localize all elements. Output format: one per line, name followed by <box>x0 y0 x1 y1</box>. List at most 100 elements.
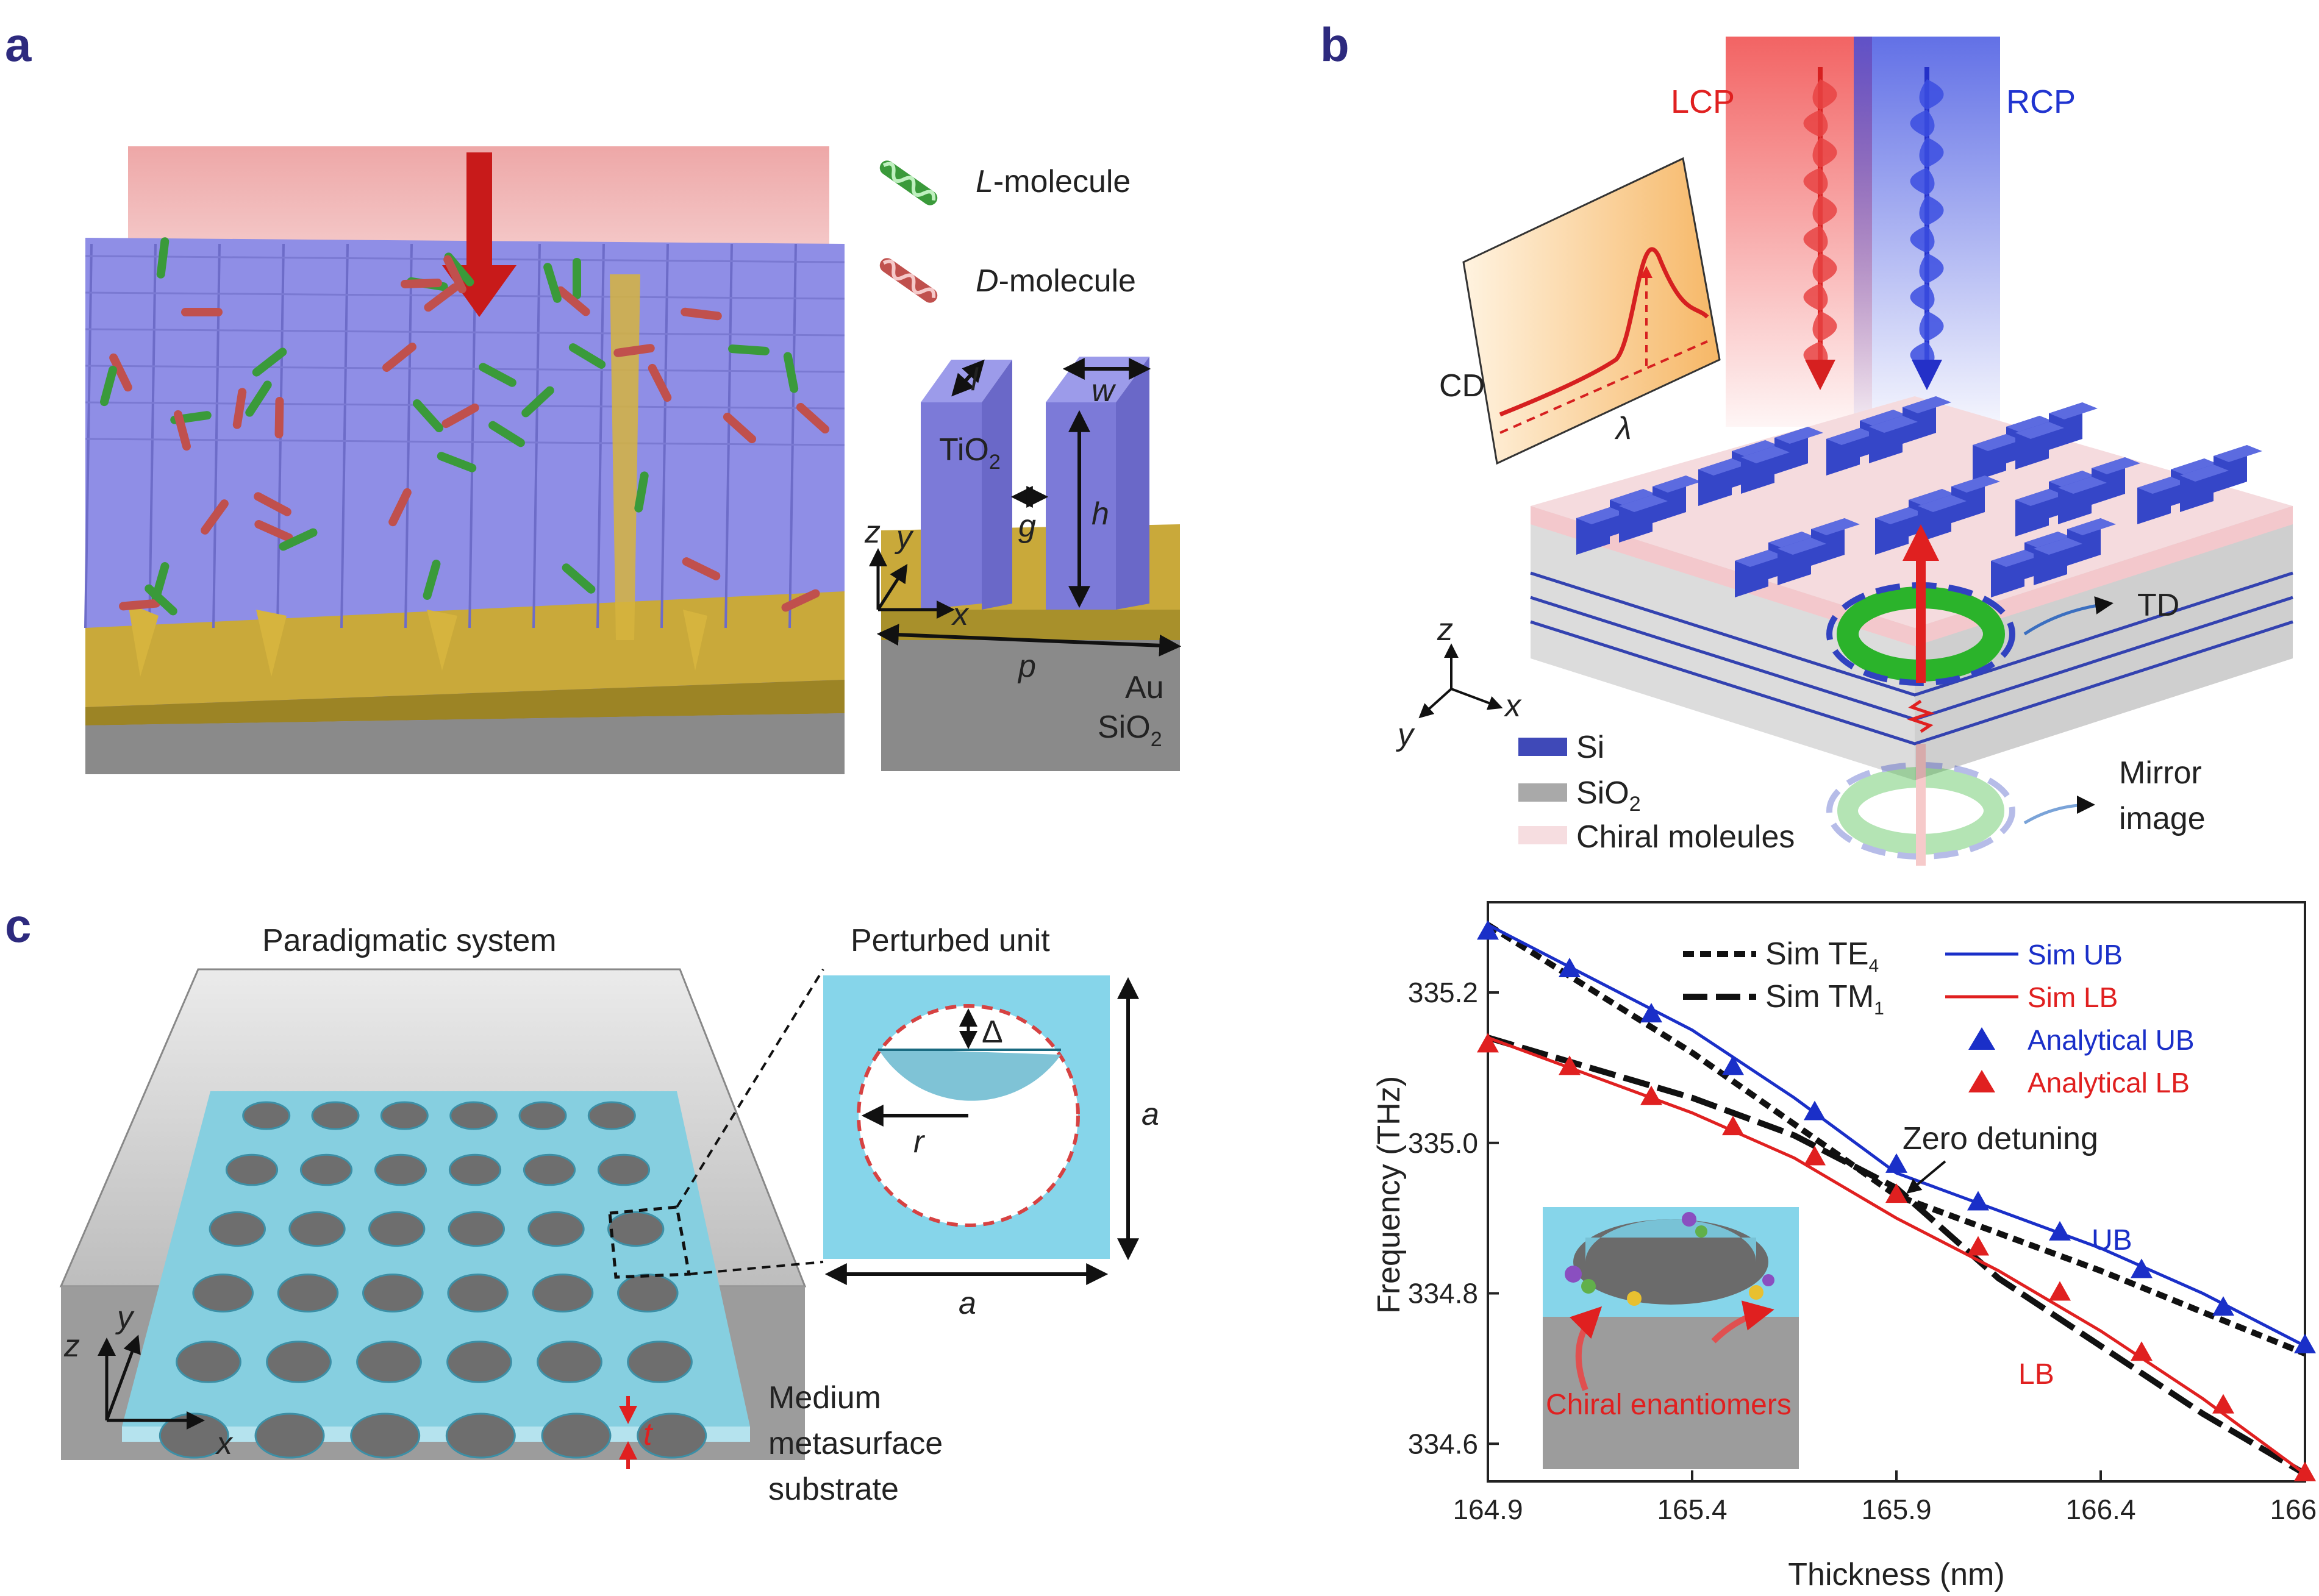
x-tick-label: 166.4 <box>2065 1494 2135 1525</box>
molecule <box>254 492 291 516</box>
layer-label-medium: Medium <box>768 1380 881 1416</box>
molecule <box>543 263 562 303</box>
molecule <box>181 308 223 316</box>
molecule <box>100 365 117 407</box>
molecule <box>424 283 459 312</box>
molecule <box>119 599 160 611</box>
hole <box>617 1274 679 1313</box>
axis-y-c: y <box>115 1300 135 1335</box>
hole <box>242 1101 291 1130</box>
hole <box>368 1211 426 1247</box>
sio2-main: SiO <box>1098 710 1151 745</box>
si-cube-top <box>1909 489 1957 506</box>
si-cube-top <box>2092 457 2140 474</box>
dim-h: h <box>1092 496 1109 532</box>
si-cube-top <box>2015 489 2064 506</box>
hole <box>209 1211 266 1247</box>
molecule <box>437 452 477 472</box>
molecule <box>232 388 247 429</box>
panel-c: c Paradigmatic system Perturbed unit Δ r… <box>5 899 1159 1507</box>
axis-z-a: z <box>864 515 881 550</box>
layer-label-substrate: substrate <box>768 1472 899 1507</box>
pillar-edge <box>788 243 797 629</box>
si-cube-top <box>1732 440 1781 457</box>
si-nanocubes <box>1576 396 2262 597</box>
panel-label-c: c <box>5 899 31 952</box>
analytical-marker <box>1477 920 1499 940</box>
chiral-enantiomers-label: Chiral enantiomers <box>1546 1389 1792 1421</box>
legend-swatch-chiral <box>1518 826 1567 844</box>
si-cube-top <box>2137 477 2186 494</box>
molecule-legend: L-molecule D-molecule <box>879 160 1136 303</box>
series-line-0 <box>1486 922 2306 1356</box>
axis-ticks: 164.9165.4165.9166.4166.9334.6334.8335.0… <box>1408 977 2319 1525</box>
molecule <box>723 412 757 444</box>
x-axis-label: Thickness (nm) <box>1788 1557 2004 1592</box>
pillar-edge <box>532 243 541 629</box>
tio2-sub: 2 <box>989 451 1001 474</box>
axis-x-b: x <box>1503 688 1522 724</box>
ub-annotation: UB <box>2092 1224 2132 1256</box>
hole <box>532 1274 594 1313</box>
axis-z-c: z <box>63 1328 80 1364</box>
chart-legend: Sim TE4 Sim TM1 Sim UB Sim LB Analytical… <box>1683 936 2195 1099</box>
pillar-edge <box>724 243 733 629</box>
au-layer-label: Au <box>1125 670 1164 705</box>
legend-label-tm1: Sim TM1 <box>1765 979 1884 1019</box>
cd-label: CD <box>1439 368 1485 404</box>
molecule <box>648 363 672 402</box>
lcp-helix <box>1803 67 1837 390</box>
legend-tm1-sub: 1 <box>1874 999 1884 1019</box>
hole <box>299 1153 353 1186</box>
lcp-beam <box>1726 37 1872 427</box>
si-cube-top <box>1991 550 2040 567</box>
material-legend: Si SiO2 Chiral moleules <box>1518 730 1795 855</box>
pillar-array <box>84 238 845 774</box>
si-cube-top <box>1826 428 1875 445</box>
analytical-marker <box>2049 1220 2071 1241</box>
x-tick-label: 165.9 <box>1861 1494 1931 1525</box>
molecule <box>201 499 229 535</box>
metasurface-slab <box>1530 396 2293 780</box>
hole <box>380 1101 429 1130</box>
lambda-label: λ <box>1614 411 1632 446</box>
pillar-row-edge <box>85 255 845 263</box>
molecule <box>174 410 191 451</box>
hole <box>362 1274 424 1313</box>
cd-spectrum-inset: CD λ <box>1439 157 1721 465</box>
molecule <box>781 589 820 612</box>
pillar-row-edge <box>85 328 845 337</box>
axis-y-a: y <box>895 519 914 555</box>
hole <box>597 1153 651 1186</box>
hole <box>277 1274 339 1313</box>
hole-array <box>159 1101 707 1459</box>
molecule <box>441 403 479 429</box>
si-cube-top <box>2067 518 2116 535</box>
legend-te4-sub: 4 <box>1869 956 1879 976</box>
x-tick-label: 165.4 <box>1657 1494 1727 1525</box>
si-cube-top <box>1610 489 1659 506</box>
mirror-image <box>1826 744 2015 866</box>
dim-w: w <box>1092 373 1117 408</box>
axis-y-b: y <box>1396 717 1415 752</box>
si-cube-top <box>1619 495 1668 512</box>
si-cube-top <box>1778 538 1826 555</box>
si-cube-top <box>2049 402 2098 419</box>
legend-label-analytical-lb: Analytical LB <box>2028 1067 2190 1099</box>
molecule <box>254 520 293 542</box>
mirror-image-line1: Mirror <box>2119 755 2202 791</box>
panel-label-a: a <box>5 18 32 71</box>
l-molecule-suffix: -molecule <box>993 164 1131 199</box>
molecule <box>681 307 722 321</box>
rcp-label: RCP <box>2006 84 2076 120</box>
molecule <box>728 344 770 355</box>
molecule <box>156 237 170 279</box>
legend-marker-analytical-ub <box>1968 1027 1995 1050</box>
analytical-marker <box>1722 1055 1744 1075</box>
si-cube-top <box>1869 416 1918 433</box>
si-cube-top <box>1973 434 2021 451</box>
hole <box>541 1413 612 1459</box>
sio2-layer-label: SiO2 <box>1098 710 1162 751</box>
si-cube-top <box>1774 427 1823 444</box>
hole <box>587 1101 636 1130</box>
